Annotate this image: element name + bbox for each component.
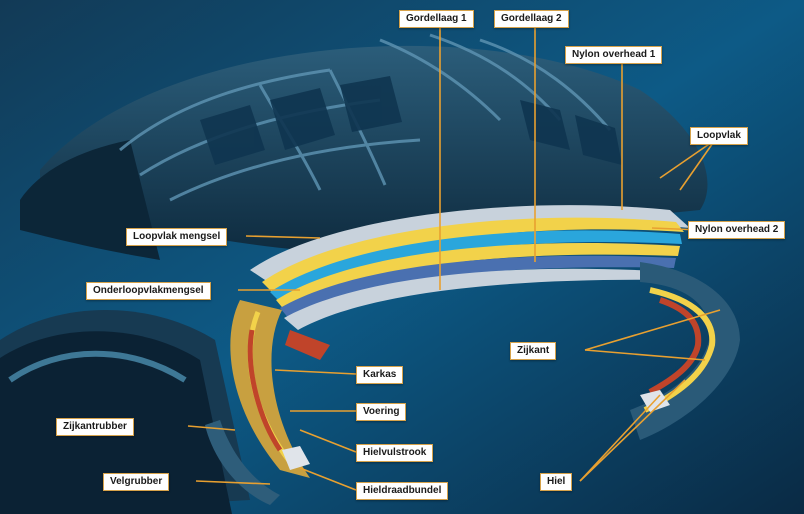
label-voering: Voering [356,403,406,421]
label-zijkantrubber: Zijkantrubber [56,418,134,436]
label-karkas: Karkas [356,366,403,384]
label-hielvulstrook: Hielvulstrook [356,444,433,462]
label-velgrubber: Velgrubber [103,473,169,491]
label-gordellaag-2: Gordellaag 2 [494,10,569,28]
label-gordellaag-1: Gordellaag 1 [399,10,474,28]
label-loopvlak: Loopvlak [690,127,748,145]
label-zijkant: Zijkant [510,342,556,360]
label-nylon-overhead-1: Nylon overhead 1 [565,46,662,64]
label-hieldraadbundel: Hieldraadbundel [356,482,448,500]
label-nylon-overhead-2: Nylon overhead 2 [688,221,785,239]
label-onderloopvlakmengsel: Onderloopvlakmengsel [86,282,211,300]
label-hiel: Hiel [540,473,572,491]
label-loopvlak-mengsel: Loopvlak mengsel [126,228,227,246]
